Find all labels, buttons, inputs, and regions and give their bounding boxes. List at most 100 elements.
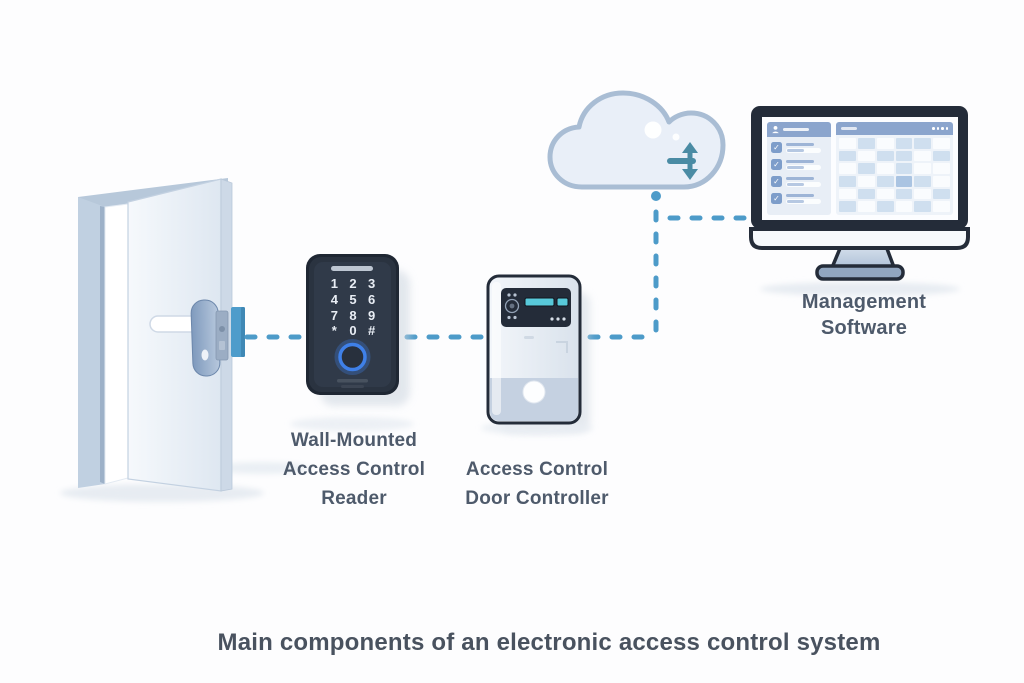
ui-grid-cell <box>857 163 875 174</box>
ui-grid-cell <box>839 163 856 174</box>
ui-grid-cell <box>933 188 950 200</box>
keypad-key: 0 <box>349 323 357 339</box>
ui-user-row: ✓ <box>771 142 827 153</box>
checkbox-icon: ✓ <box>771 176 782 187</box>
panel-logo-icon <box>504 298 520 314</box>
panel-led <box>507 293 511 297</box>
checkbox-icon: ✓ <box>771 193 782 204</box>
strike-plate-edge <box>241 307 245 357</box>
ui-row-text <box>786 142 821 153</box>
keypad-key: # <box>368 323 376 339</box>
controller-label-line: Access Control <box>465 459 609 480</box>
ui-grid-cell <box>933 138 950 149</box>
ui-panel-title-line <box>841 127 857 130</box>
ui-grid-cell <box>876 138 894 149</box>
sync-arrows-icon <box>667 142 698 180</box>
ui-grid-cell <box>895 201 913 212</box>
keypad-key: 3 <box>368 276 376 292</box>
cloud-icon <box>547 90 726 190</box>
keypad-key: 5 <box>349 292 357 308</box>
panel-dot <box>550 317 554 321</box>
keypad-key: 6 <box>368 292 376 308</box>
keypad-key: 1 <box>330 276 338 292</box>
ui-row-text <box>786 159 821 170</box>
ui-grid-cell <box>839 175 856 187</box>
ui-grid-cell <box>895 138 913 149</box>
ui-schedule-grid <box>836 135 953 215</box>
panel-led <box>513 293 517 297</box>
cloud-illustration <box>547 90 726 190</box>
latch-hole <box>219 326 225 332</box>
cloud-sheen-small <box>672 133 680 141</box>
fingerprint-glow <box>334 339 371 375</box>
ui-grid-cell <box>857 150 875 162</box>
controller-button <box>522 380 546 404</box>
management-label-line: Management <box>801 291 927 313</box>
user-icon <box>772 125 779 134</box>
checkbox-icon: ✓ <box>771 159 782 170</box>
ui-grid-cell <box>895 175 913 187</box>
ui-panel-header <box>836 122 953 135</box>
ui-sidebar: ✓ ✓ ✓ ✓ <box>767 122 831 215</box>
display-segment-2 <box>556 297 569 307</box>
ui-grid-cell <box>876 150 894 162</box>
ui-header-line <box>783 128 809 131</box>
connection-lines <box>244 205 750 340</box>
controller-highlight <box>492 282 501 415</box>
reader-floor-shadow <box>290 417 414 431</box>
cloud-connection-dot <box>651 191 661 201</box>
ui-user-row: ✓ <box>771 176 827 187</box>
keypad-key: 7 <box>330 307 338 323</box>
ui-grid-cell <box>876 163 894 174</box>
ui-grid-cell <box>914 201 932 212</box>
door-frame-post <box>78 197 105 488</box>
reader-label-line: Access Control <box>282 459 426 480</box>
ui-grid-cell <box>876 188 894 200</box>
ui-grid-cell <box>857 188 875 200</box>
display-segment-1 <box>524 297 555 307</box>
door-frame-post-edge <box>100 206 105 484</box>
ui-grid-cell <box>839 188 856 200</box>
reader-slot-1 <box>337 379 368 383</box>
reader-label-line: Wall-Mounted <box>290 430 418 451</box>
ui-grid-cell <box>857 175 875 187</box>
ui-grid-cell <box>933 163 950 174</box>
management-label-line: Software <box>820 317 908 339</box>
ui-user-list: ✓ ✓ ✓ ✓ <box>767 137 831 209</box>
ui-grid-cell <box>857 138 875 149</box>
door-opening <box>104 203 129 485</box>
door-side-shadow <box>214 462 310 474</box>
panel-dot <box>556 317 560 321</box>
ui-grid-cell <box>839 150 856 162</box>
door-illustration <box>60 178 310 502</box>
fingerprint-reader-icon <box>338 342 367 372</box>
ui-grid-cell <box>914 150 932 162</box>
door-floor-shadow <box>60 484 264 502</box>
ui-schedule-panel <box>836 122 953 215</box>
ui-row-text <box>786 176 821 187</box>
ui-user-row: ✓ <box>771 159 827 170</box>
management-software-ui: ✓ ✓ ✓ ✓ <box>762 117 958 220</box>
ui-grid-cell <box>839 201 856 212</box>
keypad-key: 9 <box>368 307 376 323</box>
door-keyhole <box>201 349 209 361</box>
ui-grid-cell <box>914 175 932 187</box>
ui-grid-cell <box>933 175 950 187</box>
keypad-key: 2 <box>349 276 357 292</box>
ui-grid-cell <box>895 163 913 174</box>
keypad-key: * <box>331 323 337 339</box>
door-latch-plate <box>215 310 229 361</box>
monitor-floor-shadow <box>760 282 960 296</box>
ui-grid-cell <box>933 201 950 212</box>
panel-led <box>513 315 517 320</box>
ui-grid-cell <box>857 201 875 212</box>
panel-dot <box>562 317 566 321</box>
diagram-caption: Main components of an electronic access … <box>217 629 881 656</box>
cloud-sheen <box>644 121 662 139</box>
checkbox-icon: ✓ <box>771 142 782 153</box>
ui-grid-cell <box>839 138 856 149</box>
